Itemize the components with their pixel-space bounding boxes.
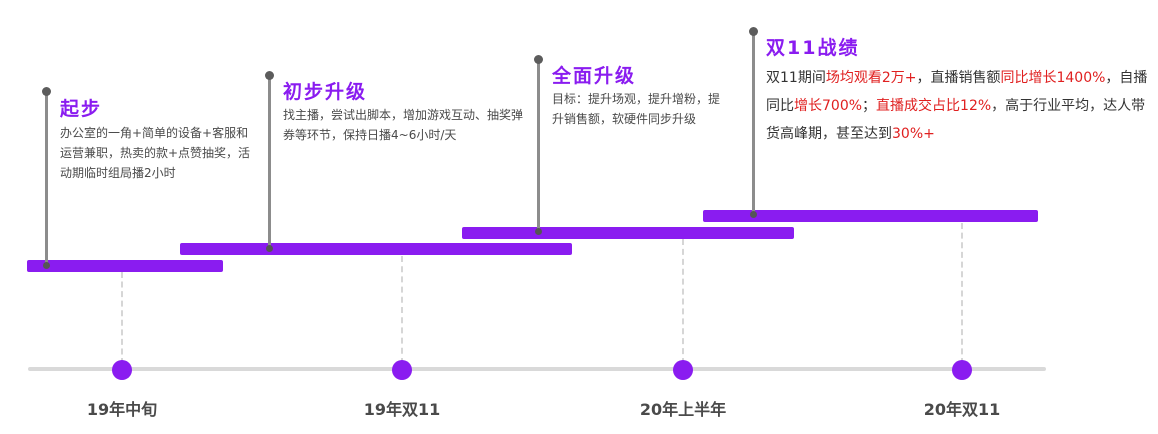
stage-pin-head-1 [42,87,51,96]
result-seg-3: 同比增长1400% [1000,70,1106,86]
tick-label-2: 19年双11 [363,400,441,419]
stage-title-2: 初步升级 [283,81,368,103]
stage-desc-3: 目标：提升场观，提升增粉，提升销售额，软硬件同步升级 [552,92,721,126]
stage-desc-2: 找主播，尝试出脚本，增加游戏互动、抽奖弹券等环节，保持日播4~6小时/天 [283,108,524,142]
drop-line-2 [401,256,403,364]
result-seg-1: 场均观看2万+ [825,70,917,86]
result-seg-9: 30%+ [892,126,935,142]
drop-line-3 [682,239,684,364]
stage-pin-1 [45,92,48,263]
result-title: 双11战绩 [766,37,860,59]
tick-label-3: 20年上半年 [639,400,727,419]
stage-bar-3 [462,227,794,239]
result-seg-5: 增长700% [794,98,863,114]
timeline-dot-4 [952,360,972,380]
result-seg-8: ，高于行业平均，达人带货高峰期，甚至达到 [766,98,1146,142]
drop-line-1 [121,272,123,364]
stage-pin-4 [752,32,755,213]
stage-pin-foot-4 [750,211,757,218]
result-seg-6: ； [862,98,877,114]
stage-title-1: 起步 [60,98,103,120]
stage-pin-foot-2 [266,245,273,252]
timeline-dot-2 [392,360,412,380]
drop-line-4 [961,223,963,364]
stage-pin-head-3 [534,55,543,64]
stage-pin-foot-3 [535,228,542,235]
result-text: 双11期间场均观看2万+，直播销售额同比增长1400%，自播同比增长700%；直… [766,64,1151,148]
stage-pin-foot-1 [43,262,50,269]
result-seg-7: 直播成交占比12% [876,98,992,114]
stage-pin-3 [537,60,540,230]
result-seg-0: 双11期间 [766,70,826,86]
result-seg-2: ，直播销售额 [916,70,1001,86]
stage-pin-head-2 [265,71,274,80]
timeline-axis [28,367,1046,371]
timeline-dot-3 [673,360,693,380]
tick-label-4: 20年双11 [923,400,1001,419]
result-seg-4: ，自播同比 [766,70,1148,114]
stage-title-3: 全面升级 [552,65,637,87]
stage-bar-4 [703,210,1038,222]
stage-desc-1: 办公室的一角+简单的设备+客服和运营兼职，热卖的款+点赞抽奖，活动期临时组局播2… [60,126,251,180]
tick-label-1: 19年中旬 [86,400,158,419]
stage-bar-2 [180,243,572,255]
timeline-dot-1 [112,360,132,380]
stage-pin-2 [268,76,271,247]
stage-bar-1 [27,260,223,272]
stage-pin-head-4 [749,27,758,36]
